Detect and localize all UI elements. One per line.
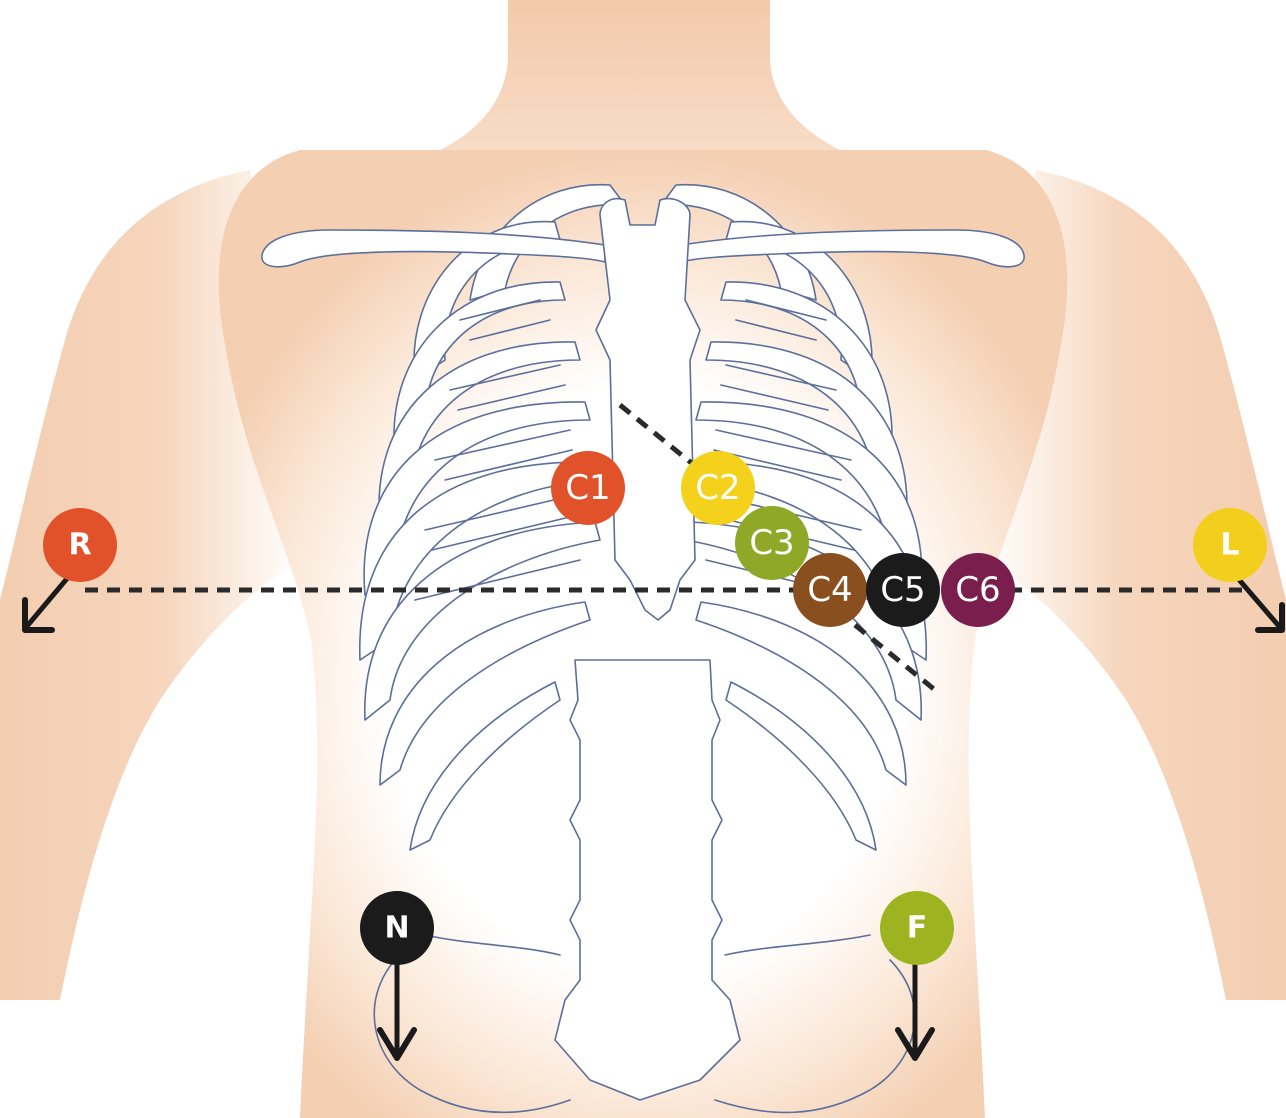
electrode-c6-label: C6	[955, 570, 1000, 610]
electrode-c4: C4	[793, 553, 867, 627]
electrode-n: N	[360, 891, 434, 965]
electrode-c3-label: C3	[749, 523, 794, 563]
electrode-f: F	[880, 891, 954, 965]
electrode-c5-label: C5	[880, 570, 925, 610]
electrode-c4-label: C4	[807, 570, 852, 610]
electrode-n-label: N	[384, 911, 409, 946]
neck	[440, 0, 840, 150]
electrode-l-label: L	[1220, 528, 1239, 563]
electrode-c2-label: C2	[695, 468, 740, 508]
electrode-c1: C1	[551, 451, 625, 525]
electrode-r: R	[43, 508, 117, 582]
electrode-c2: C2	[681, 451, 755, 525]
electrode-c1-label: C1	[565, 468, 610, 508]
electrode-c5: C5	[866, 553, 940, 627]
electrode-f-label: F	[907, 911, 928, 946]
electrode-r-label: R	[68, 528, 91, 563]
electrode-c3: C3	[735, 506, 809, 580]
spine	[555, 660, 740, 1100]
electrode-c6: C6	[941, 553, 1015, 627]
electrode-l: L	[1193, 508, 1267, 582]
